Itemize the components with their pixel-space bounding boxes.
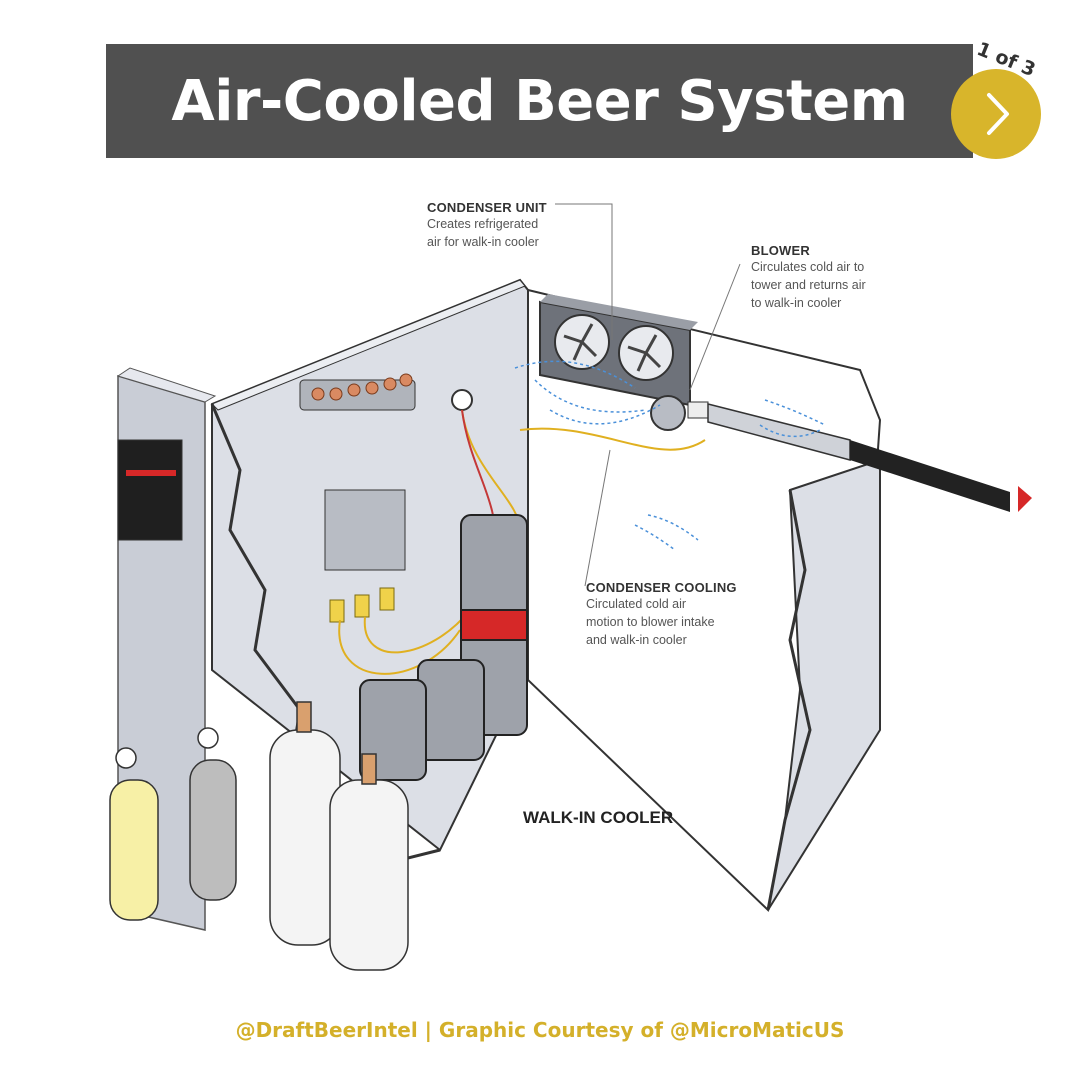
leader-lines — [555, 203, 741, 587]
keg-stack — [359, 514, 528, 781]
blower-heading: BLOWER — [751, 243, 810, 258]
control-box — [117, 439, 183, 541]
blower-callout: BLOWER Circulates cold air to tower and … — [751, 243, 866, 312]
regulator-panel — [299, 373, 473, 623]
footer-credit: @DraftBeerIntel | Graphic Courtesy of @M… — [235, 1018, 845, 1042]
next-slide-button[interactable] — [951, 69, 1041, 159]
blower-description: Circulates cold air to tower and returns… — [751, 260, 866, 310]
air-flow-arrows — [514, 360, 826, 551]
chevron-right-icon — [987, 93, 1009, 135]
condenser-unit — [539, 294, 698, 407]
condenser-cooling-callout: CONDENSER COOLING Circulated cold air mo… — [586, 580, 737, 649]
beer-system-diagram — [109, 203, 1032, 971]
title-bar: Air-Cooled Beer System — [106, 44, 973, 158]
blower — [650, 395, 1032, 512]
condenser-unit-heading: CONDENSER UNIT — [427, 200, 547, 215]
condenser-unit-callout: CONDENSER UNIT Creates refrigerated air … — [427, 200, 547, 251]
walk-in-cooler-label: WALK-IN COOLER — [523, 808, 674, 827]
gas-cylinders — [109, 701, 409, 971]
condenser-unit-description: Creates refrigerated air for walk-in coo… — [427, 217, 539, 249]
condenser-cooling-description: Circulated cold air motion to blower int… — [586, 597, 715, 647]
page-title: Air-Cooled Beer System — [171, 68, 908, 134]
condenser-cooling-heading: CONDENSER COOLING — [586, 580, 737, 595]
